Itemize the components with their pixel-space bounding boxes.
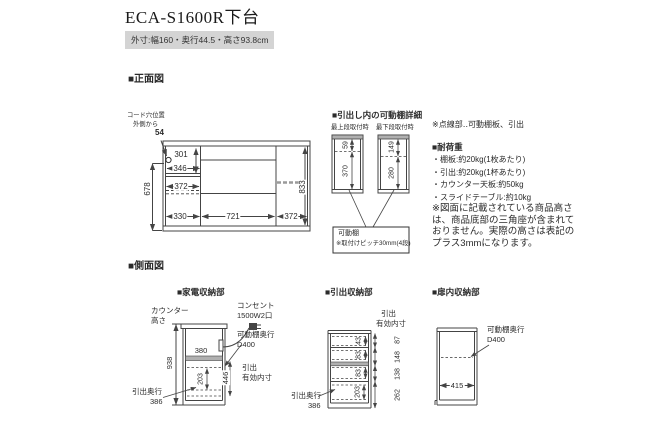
dim-370: 370 <box>341 164 349 177</box>
cord-hole-value: 54 <box>155 128 164 137</box>
appliance-drawer-depth-line1: 引出奥行 <box>132 387 162 396</box>
drawer-inner-label-line2: 有効内寸 <box>376 318 406 328</box>
load-item-drawer: ・引出:約20kg(1杯あたり) <box>432 167 526 177</box>
load-item-slide-table: ・スライドテーブル:約10kg <box>432 192 532 202</box>
side-view-door-drawing <box>434 327 490 406</box>
drawer-depth-label-line2: 386 <box>308 400 321 410</box>
appliance-drawer-depth-line2: 386 <box>150 397 163 406</box>
drawer-depth-label-line1: 引出奥行 <box>291 391 321 400</box>
dim-678: 678 <box>142 182 152 196</box>
load-item-shelf: ・棚板:約20kg(1枚あたり) <box>432 155 526 164</box>
cord-hole-label-line2: 外側から <box>133 120 159 128</box>
appliance-shelf-depth-line2: D400 <box>237 339 255 349</box>
movable-shelf-box-line1: 可動棚 <box>338 230 359 237</box>
appliance-drawer-inner-line2: 有効内寸 <box>242 372 272 382</box>
shelf-detail-heading: ■引出し内の可動棚詳細 <box>332 110 423 120</box>
appliance-bay-heading: ■家電収納部 <box>177 287 225 297</box>
shelf-top-mount-label: 最上段取付時 <box>331 124 369 131</box>
page-title: ECA-S1600R下台 <box>125 8 260 27</box>
side-view-appliance-drawing <box>162 323 261 406</box>
counter-height-label-line2: 高さ <box>151 315 166 325</box>
load-capacity-heading: ■耐荷重 <box>432 142 463 152</box>
dim-83b: 83 <box>354 369 362 377</box>
dim-346: 346 <box>172 163 188 174</box>
dim-280: 280 <box>387 166 395 179</box>
appliance-drawer-inner-line1: 引出 <box>242 363 257 372</box>
drawer-inner-label-line1: 引出 <box>381 309 396 318</box>
outlet-label-line2: 1500W2口 <box>237 310 273 320</box>
movable-shelf-box-line2: ※取付けピッチ30mm(4段) <box>336 239 411 247</box>
dim-83a: 83 <box>354 351 362 359</box>
dim-203-drawer: 203 <box>353 386 361 398</box>
drawer-bay-heading: ■引出収納部 <box>325 287 373 297</box>
dim-301: 301 <box>173 149 189 160</box>
dim-59: 59 <box>341 141 349 149</box>
dim-833: 833 <box>297 179 308 195</box>
dotted-line-note: ※点線部‥可動棚板、引出 <box>432 120 525 129</box>
side-view-drawer-drawing <box>317 330 378 409</box>
dim-415: 415 <box>449 380 465 390</box>
front-view-heading: ■正面図 <box>128 74 165 85</box>
counter-height-label-line1: カウンター <box>151 306 189 315</box>
dim-148: 148 <box>393 350 401 363</box>
dim-721: 721 <box>225 211 241 222</box>
dim-87: 87 <box>393 336 401 344</box>
appliance-shelf-depth-line1: 可動棚奥行 <box>237 330 275 339</box>
cord-hole-label-line1: コード穴位置 <box>127 112 165 119</box>
dim-330: 330 <box>172 211 188 222</box>
dim-380: 380 <box>193 346 209 356</box>
door-shelf-depth-line2: D400 <box>487 334 505 344</box>
side-view-heading: ■側面図 <box>128 261 165 272</box>
dim-149: 149 <box>387 141 395 153</box>
dim-203-appliance: 203 <box>196 372 205 386</box>
height-note: ※図面に記載されている商品高さは、商品底部の三角座が含まれておりません。実際の高… <box>432 203 575 249</box>
door-bay-heading: ■扉内収納部 <box>432 287 480 297</box>
shelf-bottom-mount-label: 最下段取付時 <box>376 124 414 131</box>
outer-size-badge: 外寸:幅160・奥行44.5・高さ93.8cm <box>125 31 275 49</box>
dim-372-left: 372 <box>173 181 189 192</box>
dim-938: 938 <box>164 356 174 369</box>
dim-446: 446 <box>221 370 231 386</box>
dim-43: 43 <box>354 337 362 345</box>
shelf-detail-drawing <box>331 134 410 254</box>
dim-138: 138 <box>393 367 401 380</box>
dim-372-right: 372 <box>283 211 299 222</box>
dim-262: 262 <box>393 388 401 401</box>
door-shelf-depth-line1: 可動棚奥行 <box>487 325 525 334</box>
load-item-counter: ・カウンター天板:約50kg <box>432 180 524 189</box>
outlet-label-line1: コンセント <box>237 301 275 310</box>
